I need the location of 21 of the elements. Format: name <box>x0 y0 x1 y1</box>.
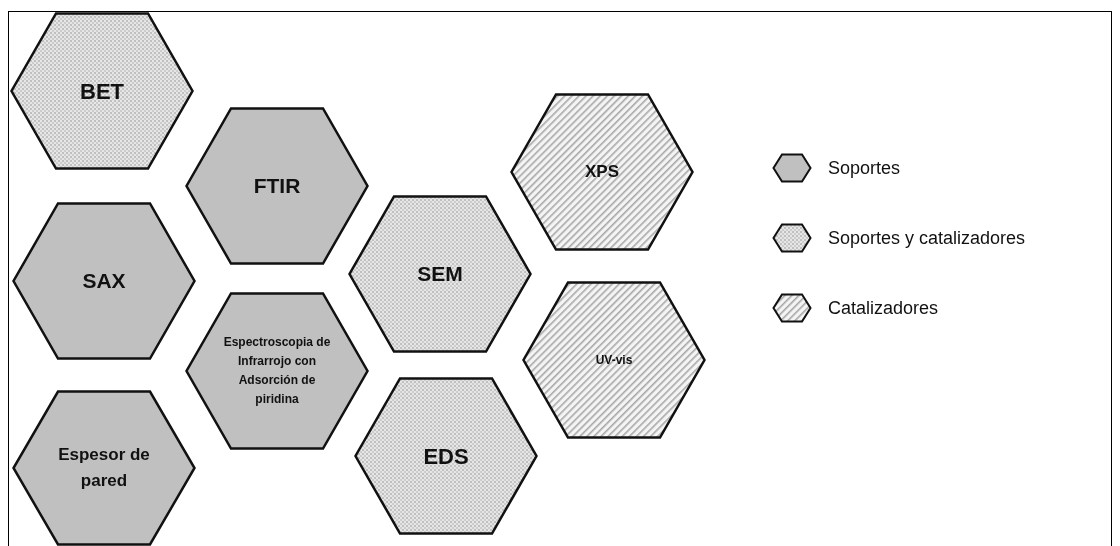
hexagon-label: EDS <box>423 442 469 471</box>
hexagon <box>185 292 369 450</box>
legend-label: Catalizadores <box>828 296 939 320</box>
hexagon <box>354 377 538 535</box>
hexagon <box>185 107 369 265</box>
hexagon <box>348 195 532 353</box>
hexagon <box>10 12 194 170</box>
hexagon-label: SEM <box>417 261 463 288</box>
hexagon <box>12 202 196 360</box>
hexagon <box>522 281 706 439</box>
hexagon-label: SAX <box>82 268 126 295</box>
hexagon-label: UV-vis <box>595 352 633 369</box>
hexagon-label: Espectroscopia de Infrarrojo con Adsorción de piridina <box>223 334 331 408</box>
hexagon-label: XPS <box>585 161 619 184</box>
hexagon-label: Espesor de pared <box>57 444 151 492</box>
hexagon-label: BET <box>80 77 124 106</box>
legend-label: Soportes y catalizadores <box>828 226 1026 250</box>
hexagon-label: FTIR <box>253 173 301 200</box>
legend-label: Soportes <box>828 156 901 180</box>
hexagon <box>510 93 694 251</box>
hexagon <box>12 390 196 546</box>
